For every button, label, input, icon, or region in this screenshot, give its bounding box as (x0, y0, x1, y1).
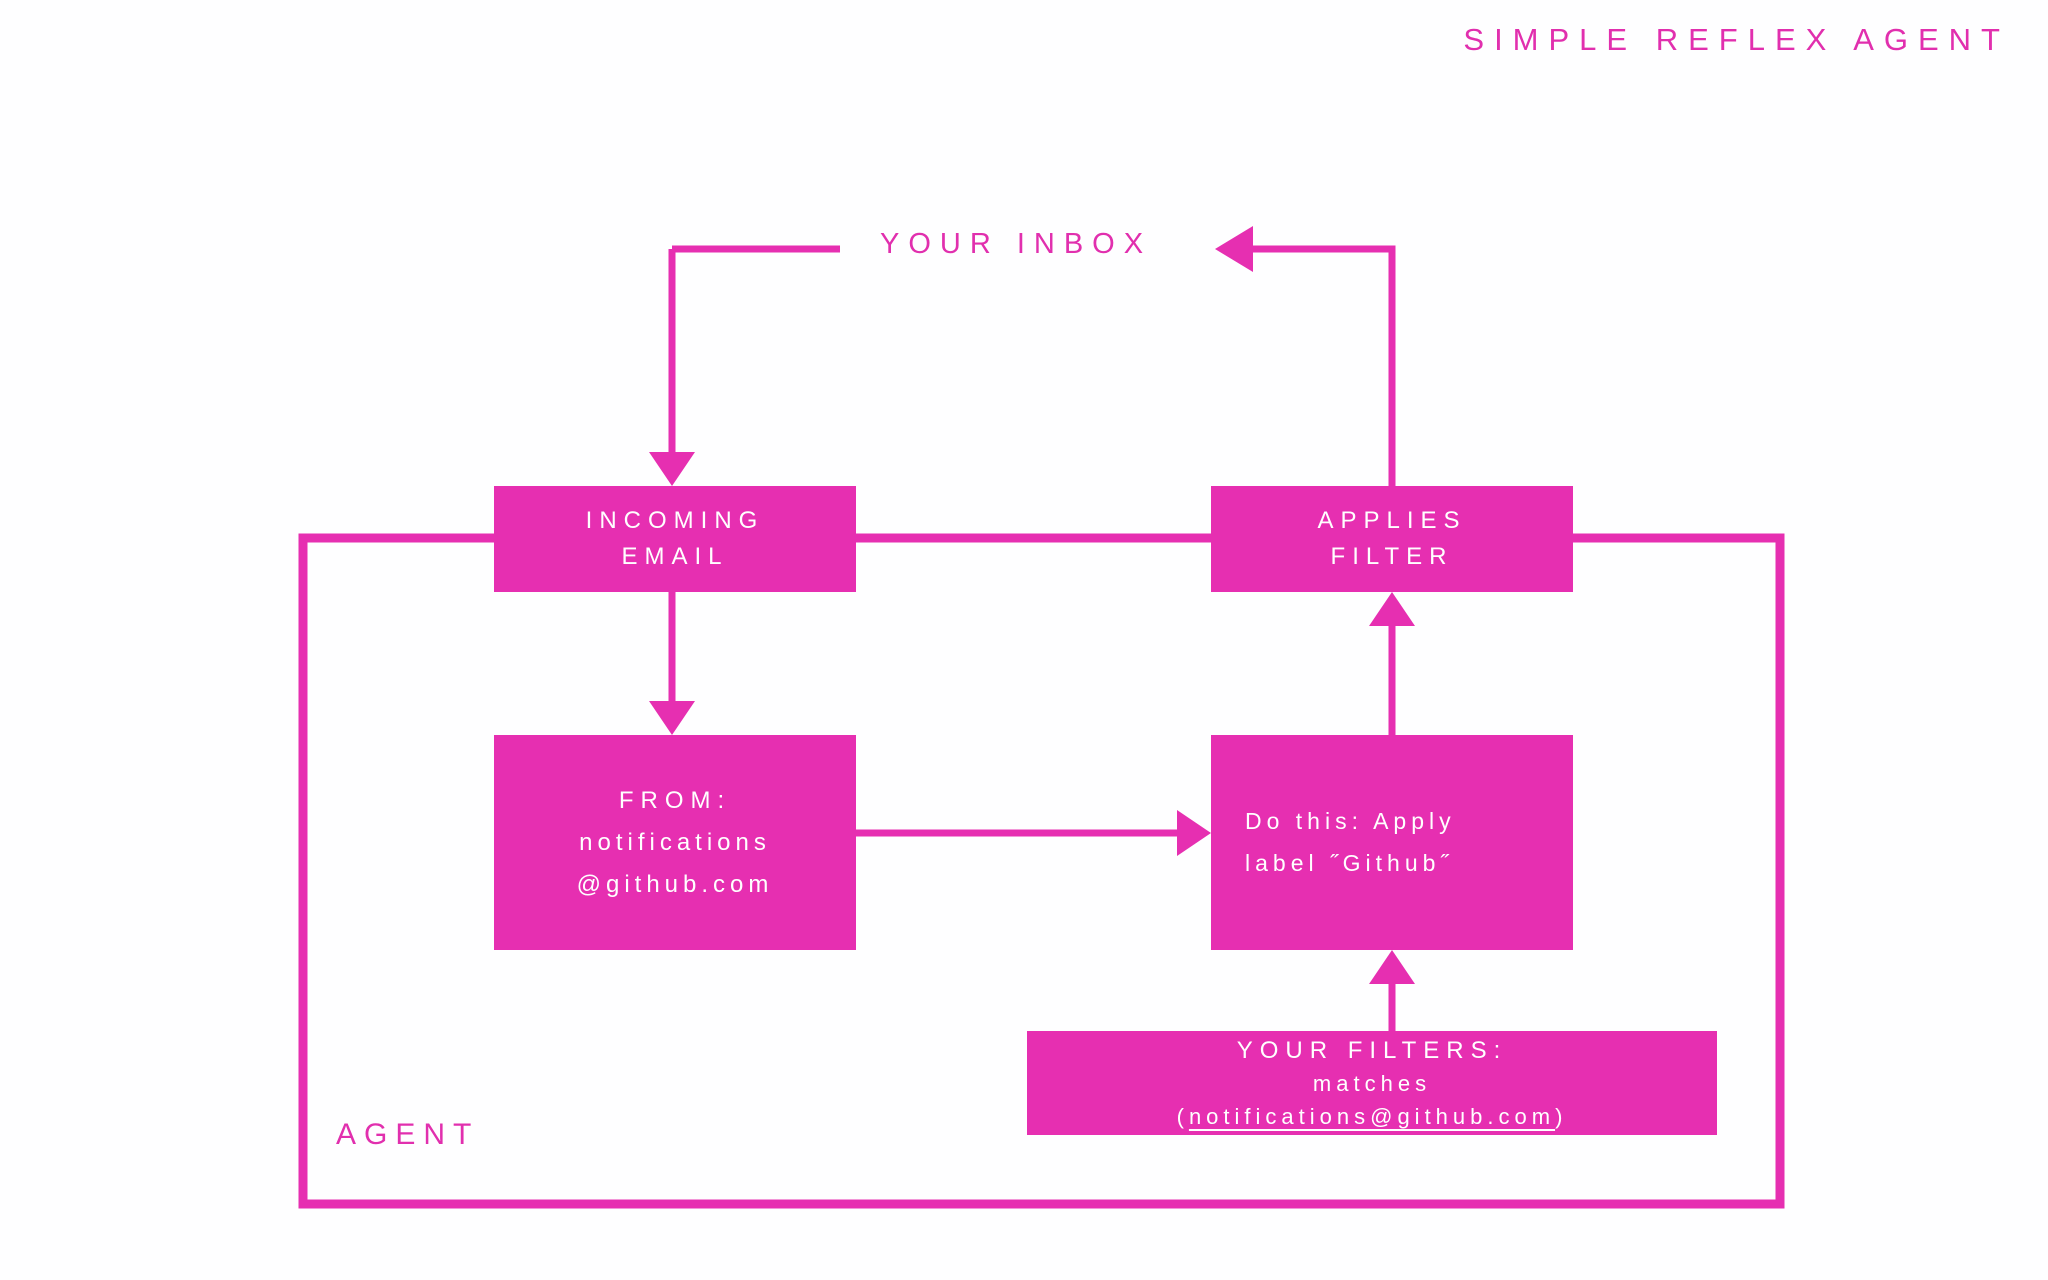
connector-incoming-to-from (649, 592, 695, 735)
connector-filters-to-do-this (1369, 950, 1415, 1031)
node-do-this-line2: label ˝Github˝ (1245, 849, 1454, 876)
node-applies-filter[interactable]: APPLIES FILTER (1211, 486, 1573, 592)
node-do-this-action[interactable]: Do this: Apply label ˝Github˝ (1211, 735, 1573, 950)
node-your-filters-line1: YOUR FILTERS: (1236, 1037, 1508, 1065)
node-incoming-email-line2: EMAIL (621, 543, 729, 570)
filters-paren-open: ( (1176, 1103, 1189, 1129)
node-your-filters-line2: matches (1312, 1071, 1432, 1097)
node-incoming-email[interactable]: INCOMING EMAIL (494, 486, 856, 592)
connector-inbox-to-incoming (649, 245, 840, 486)
agent-boundary-label: AGENT (336, 1118, 480, 1151)
node-your-filters[interactable]: YOUR FILTERS: matches (notifications@git… (1027, 1031, 1717, 1135)
your-inbox-label: YOUR INBOX (880, 228, 1153, 260)
node-from-line1: FROM: (618, 786, 732, 814)
node-from-condition[interactable]: FROM: notifications @github.com (494, 735, 856, 950)
filters-email: notifications@github.com (1188, 1103, 1556, 1129)
page-title: SIMPLE REFLEX AGENT (1463, 22, 2010, 57)
connector-do-this-to-applies (1369, 592, 1415, 735)
filters-paren-close: ) (1555, 1103, 1568, 1129)
connector-applies-to-inbox (1215, 226, 1396, 486)
node-your-filters-line3: (notifications@github.com) (1177, 1101, 1568, 1133)
connector-from-to-do-this (856, 810, 1211, 856)
node-incoming-email-line1: INCOMING (585, 506, 765, 534)
node-from-line2: notifications (579, 828, 771, 856)
node-applies-filter-line1: APPLIES (1317, 506, 1467, 534)
node-from-line3: @github.com (576, 870, 774, 898)
node-do-this-line1: Do this: Apply (1245, 808, 1456, 835)
node-applies-filter-line2: FILTER (1330, 543, 1454, 570)
